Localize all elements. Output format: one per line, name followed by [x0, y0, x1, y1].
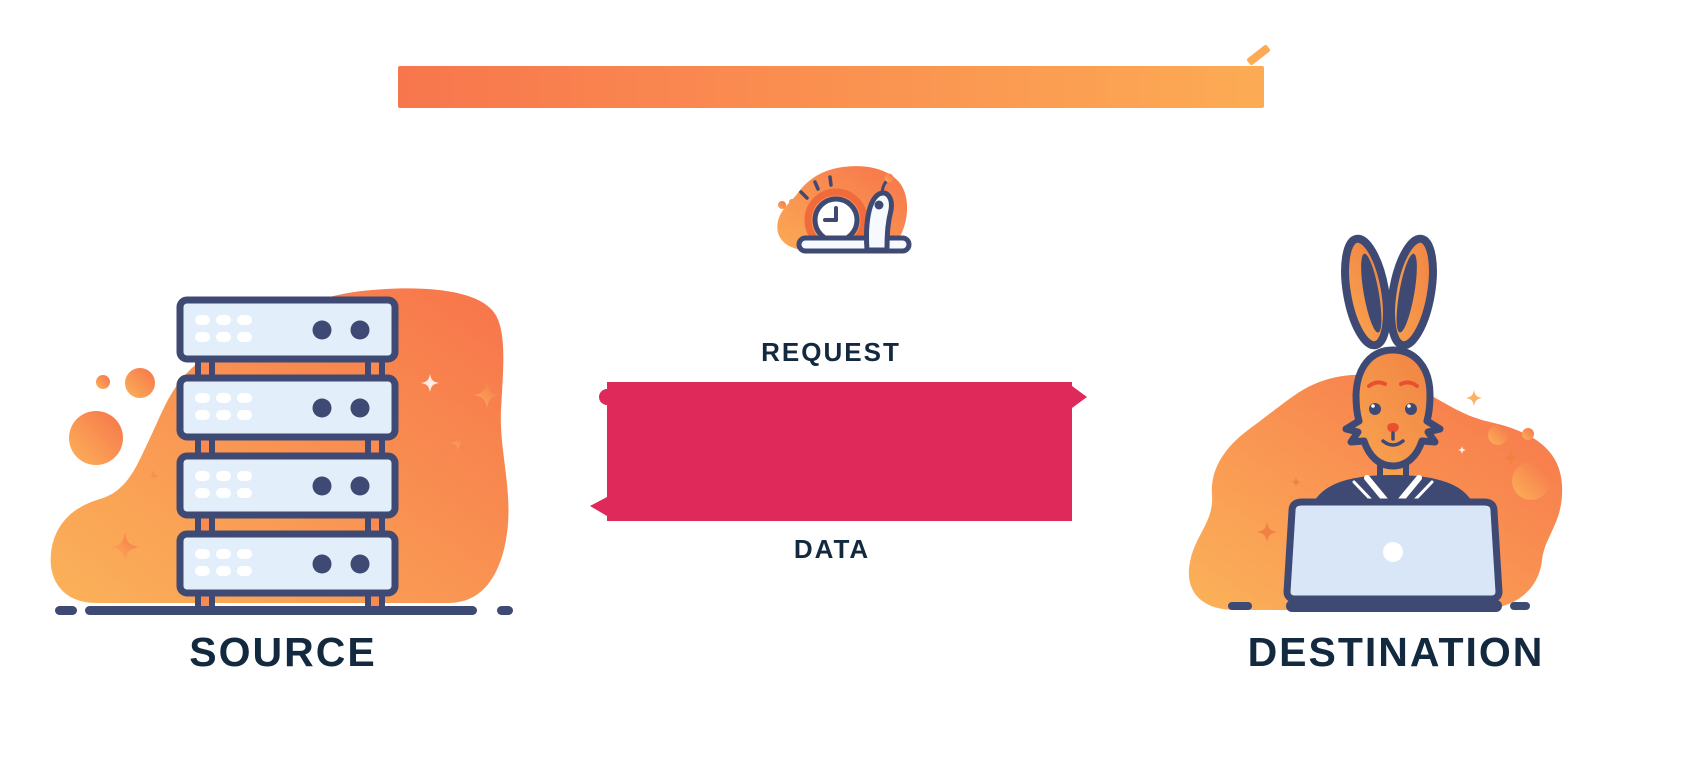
destination-rabbit-illustration	[1188, 234, 1563, 612]
title-y-tick	[1246, 44, 1271, 66]
rabbit	[1228, 234, 1530, 612]
request-data-arrow-block	[590, 382, 1087, 521]
arrowhead-left-icon	[590, 497, 607, 516]
ground-line	[55, 606, 513, 615]
laptop-logo-dot	[1383, 542, 1403, 562]
rabbit-eyes	[1369, 403, 1417, 415]
rabbit-ear-right	[1387, 234, 1437, 350]
snail-body-base	[796, 235, 912, 254]
server-unit	[176, 374, 399, 441]
arrowhead-right-icon	[1072, 386, 1087, 408]
rabbit-mouth	[1381, 431, 1405, 447]
source-label: SOURCE	[189, 629, 377, 675]
data-label: DATA	[793, 534, 871, 564]
arrow-body	[607, 382, 1072, 521]
server-unit	[176, 530, 399, 597]
snail-clock-icon	[777, 166, 912, 254]
sparkle-icons	[111, 374, 500, 561]
background-dots	[69, 368, 155, 465]
clock-hands-icon	[823, 206, 838, 222]
snail-head	[864, 190, 894, 253]
destination-label: DESTINATION	[1247, 629, 1545, 675]
orange-blob	[50, 288, 509, 603]
rabbit-ear-left	[1341, 234, 1391, 350]
snail-eye	[874, 200, 884, 210]
rabbit-nose	[1387, 423, 1399, 433]
rabbit-head	[1342, 346, 1444, 470]
rabbit-eyebrows	[1367, 380, 1419, 388]
clock-tick-rays	[799, 175, 833, 200]
snail-antenna-tip	[884, 173, 894, 183]
server-unit	[176, 296, 399, 363]
desk-line	[1228, 600, 1530, 612]
source-server-illustration	[50, 288, 513, 615]
request-label: REQUEST	[761, 337, 901, 367]
server-rack	[176, 296, 399, 597]
background-dots	[1488, 425, 1550, 500]
arrow-left-bump	[599, 389, 615, 405]
sparkle-icons	[1257, 390, 1519, 542]
title-highlight-bar	[398, 66, 1264, 108]
server-unit	[176, 452, 399, 519]
